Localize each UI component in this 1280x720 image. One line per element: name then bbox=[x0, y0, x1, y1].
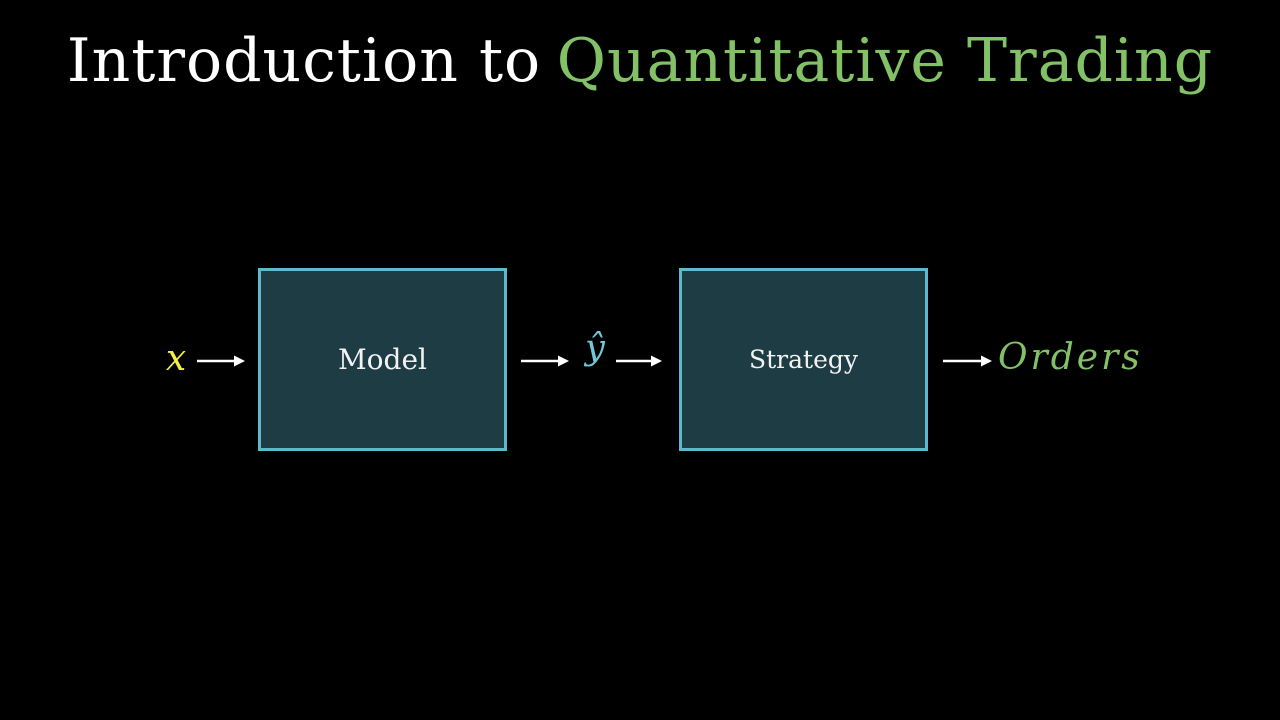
model-box: Model bbox=[258, 268, 507, 451]
input-variable-label: x bbox=[165, 338, 187, 379]
right-arrow-icon bbox=[943, 355, 992, 367]
strategy-box-label: Strategy bbox=[749, 345, 858, 374]
output-label: Orders bbox=[998, 337, 1143, 378]
prediction-variable-label: ŷ bbox=[585, 328, 605, 368]
strategy-box: Strategy bbox=[679, 268, 928, 451]
right-arrow-icon bbox=[197, 355, 245, 367]
right-arrow-icon bbox=[616, 355, 662, 367]
title-prefix: Introduction to bbox=[66, 26, 542, 96]
model-box-label: Model bbox=[338, 342, 427, 376]
right-arrow-icon bbox=[521, 355, 569, 367]
title-highlight: Quantitative Trading bbox=[556, 26, 1214, 96]
